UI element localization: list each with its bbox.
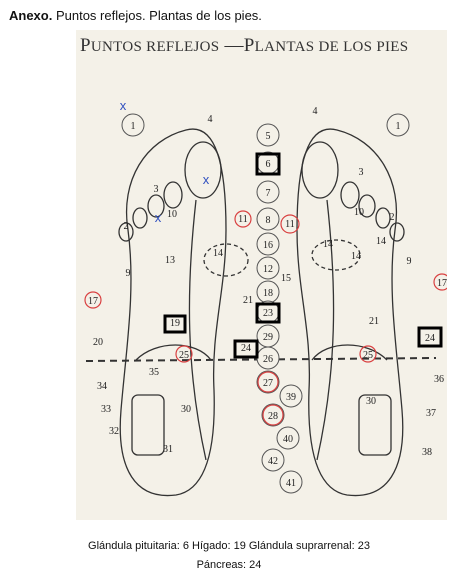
point-label-34: 34 — [97, 381, 107, 392]
point-label-30-right: 30 — [366, 396, 376, 407]
point-label-14-b: 14 — [323, 239, 333, 250]
point-label-17: 17 — [88, 296, 98, 307]
point-label-3: 3 — [154, 184, 159, 195]
point-label-2: 2 — [124, 221, 129, 232]
point-label-15: 15 — [281, 273, 291, 284]
point-label-25: 25 — [179, 350, 189, 361]
point-label-31: 31 — [163, 444, 173, 455]
point-label-35: 35 — [149, 367, 159, 378]
point-label-38: 38 — [422, 447, 432, 458]
point-label-13: 13 — [165, 255, 175, 266]
red-mark-11-right — [280, 214, 300, 234]
point-label-32: 32 — [109, 426, 119, 437]
point-label-11: 11 — [238, 214, 248, 225]
point-label-4-right: 4 — [313, 106, 318, 117]
red-mark-25-right — [359, 345, 377, 363]
caption-line-1: Glándula pituitaria: 6 Hígado: 19 Glándu… — [88, 540, 370, 552]
point-label-14-c: 14 — [351, 251, 361, 262]
point-label-8: 8 — [266, 215, 271, 226]
point-label-2-right: 2 — [390, 212, 395, 223]
point-label-42: 42 — [268, 456, 278, 467]
point-label-12: 12 — [263, 264, 273, 275]
point-label-14-d: 14 — [376, 236, 386, 247]
point-label-3-right: 3 — [359, 167, 364, 178]
point-label-5: 5 — [266, 131, 271, 142]
marker-23-box — [255, 302, 281, 324]
marker-19-box — [163, 314, 187, 334]
point-label-9-right: 9 — [407, 256, 412, 267]
point-label-7: 7 — [266, 188, 271, 199]
blue-mark-1: x — [120, 98, 127, 113]
point-label-39: 39 — [286, 392, 296, 403]
point-label-1: 1 — [131, 121, 136, 132]
point-label-19: 19 — [170, 318, 180, 329]
point-label-6: 6 — [266, 159, 271, 170]
red-mark-11 — [234, 210, 252, 228]
caption-line-2: Páncreas: 24 — [196, 559, 262, 571]
point-label-40: 40 — [283, 434, 293, 445]
point-label-4: 4 — [208, 114, 213, 125]
point-label-9: 9 — [126, 268, 131, 279]
point-label-21: 21 — [243, 295, 253, 306]
point-label-23: 23 — [263, 308, 273, 319]
point-label-10-right: 10 — [354, 207, 364, 218]
point-label-16: 16 — [263, 240, 273, 251]
red-mark-17 — [84, 291, 102, 309]
point-label-18: 18 — [263, 288, 273, 299]
point-label-37: 37 — [426, 408, 436, 419]
right-foot-outline — [296, 128, 404, 497]
blue-mark-3: x — [155, 210, 162, 225]
point-label-25-right: 25 — [363, 350, 373, 361]
point-label-21-right: 21 — [369, 316, 379, 327]
point-label-20: 20 — [93, 337, 103, 348]
point-label-11-right: 11 — [285, 219, 295, 230]
red-mark-27 — [257, 371, 279, 393]
point-label-33: 33 — [101, 404, 111, 415]
point-label-10: 10 — [167, 209, 177, 220]
reflexology-figure: PUNTOS REFLEJOS —PLANTAS DE LOS PIES — [76, 30, 447, 520]
point-label-24-right: 24 — [425, 333, 435, 344]
blue-mark-2: x — [203, 172, 210, 187]
left-foot-outline — [119, 128, 227, 497]
point-label-30: 30 — [181, 404, 191, 415]
point-label-17-right: 17 — [437, 278, 447, 289]
marker-24-right-box — [417, 326, 443, 348]
point-label-1-right: 1 — [396, 121, 401, 132]
feet-illustration: 1 1 2 2 3 3 4 4 5 6 7 8 9 9 10 10 11 11 … — [84, 98, 447, 497]
point-label-24: 24 — [241, 343, 251, 354]
annex-description: Puntos reflejos. Plantas de los pies. — [52, 8, 262, 23]
red-mark-28 — [262, 404, 284, 426]
point-label-14: 14 — [213, 248, 223, 259]
figure-title: PUNTOS REFLEJOS —PLANTAS DE LOS PIES — [80, 35, 409, 56]
annex-label: Anexo. — [9, 8, 53, 23]
point-label-29: 29 — [263, 332, 273, 343]
point-label-41: 41 — [286, 478, 296, 489]
point-label-27: 27 — [263, 378, 273, 389]
annex-heading: Anexo. Puntos reflejos. Plantas de los p… — [9, 8, 262, 24]
point-label-36: 36 — [434, 374, 444, 385]
marker-24-box — [233, 339, 259, 359]
red-mark-25 — [175, 345, 193, 363]
point-label-26: 26 — [263, 354, 273, 365]
marker-6-box — [255, 152, 281, 176]
red-mark-17-right — [433, 273, 447, 291]
point-label-28: 28 — [268, 411, 278, 422]
